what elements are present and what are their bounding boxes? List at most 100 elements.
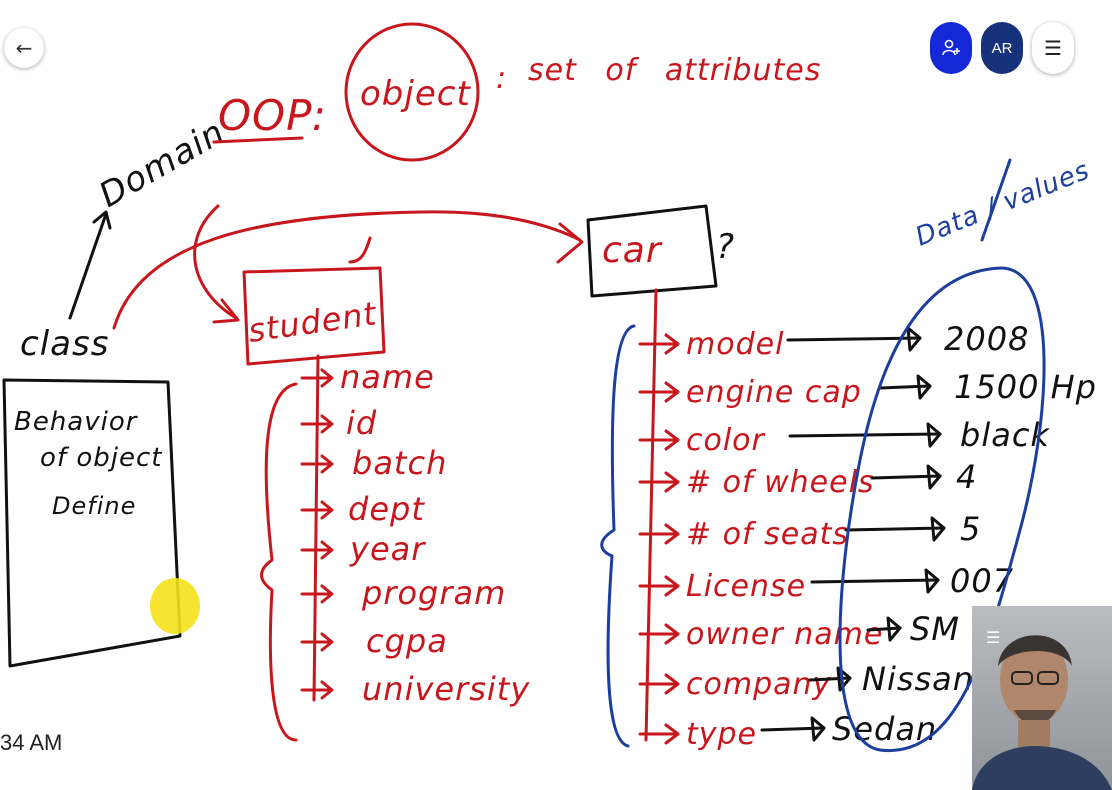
student-attribute: id: [346, 404, 377, 442]
car-title: car: [602, 230, 663, 271]
data-values-label: Data / values: [911, 155, 1094, 252]
domain-to-student-curve: [193, 204, 238, 320]
hamburger-icon: ☰: [1044, 37, 1062, 60]
value-arrowhead: [926, 464, 942, 490]
student-attribute: program: [361, 574, 506, 612]
participant-video-tile[interactable]: ☰: [972, 606, 1112, 790]
student-spine: [312, 354, 320, 702]
car-attr-arrowhead: [664, 381, 680, 403]
pointer-highlight: [150, 578, 200, 634]
student-attribute: batch: [352, 444, 447, 482]
car-attribute: color: [686, 423, 766, 458]
car-attr-arrowhead: [664, 333, 680, 355]
student-attr-arrowhead: [320, 584, 334, 604]
car-attribute-value: 5: [960, 510, 981, 548]
participant-portrait: [972, 635, 1112, 790]
value-arrow: [760, 726, 826, 732]
car-attribute-value: Nissan: [862, 660, 974, 698]
value-arrowhead: [886, 616, 902, 642]
car-attribute-value: 1500 Hp: [954, 368, 1097, 406]
participants-button[interactable]: [930, 22, 972, 74]
car-attribute-value: black: [960, 416, 1050, 454]
heading-domain: Domain: [93, 112, 232, 216]
car-attr-arrowhead: [664, 723, 680, 745]
class-to-car-curve: [112, 210, 582, 330]
student-attribute: university: [362, 670, 530, 708]
value-arrow: [786, 336, 922, 342]
value-arrowhead: [836, 666, 852, 692]
car-attribute: # of seats: [686, 517, 849, 552]
back-button[interactable]: ←: [4, 28, 44, 68]
car-attr-arrowhead: [664, 623, 680, 645]
oop-underline: [212, 136, 304, 144]
class-label: class: [20, 324, 109, 364]
user-avatar-button[interactable]: AR: [981, 22, 1023, 74]
car-attribute: # of wheels: [686, 465, 875, 500]
student-attribute: cgpa: [366, 622, 448, 660]
object-circle: [344, 22, 480, 162]
student-attr-arrowhead: [320, 454, 334, 474]
data-values-slash: [980, 158, 1012, 242]
car-attr-arrowhead: [664, 429, 680, 451]
student-attr-arrowhead: [320, 540, 334, 560]
avatar-initials: AR: [991, 39, 1013, 57]
car-attribute-value: 4: [956, 458, 977, 496]
arrow-left-icon: ←: [15, 36, 33, 60]
student-attribute: name: [340, 358, 435, 396]
value-arrow: [866, 626, 902, 632]
behavior-line-2: of object: [40, 443, 162, 473]
value-arrowhead: [930, 516, 946, 542]
car-brace: [600, 324, 636, 748]
student-title: student: [246, 294, 380, 350]
car-attr-arrowhead: [664, 471, 680, 493]
class-to-student-hook: [348, 236, 372, 264]
student-attr-arrowhead: [320, 632, 334, 652]
domain-to-student-arrowhead: [212, 298, 240, 324]
class-to-domain-arrowhead: [92, 210, 112, 230]
class-to-car-arrowhead: [556, 222, 584, 264]
car-attribute: company: [686, 667, 832, 702]
more-menu-button[interactable]: ☰: [1032, 22, 1074, 74]
car-attr-arrowhead: [664, 523, 680, 545]
value-arrow: [878, 384, 932, 390]
car-attr-arrowhead: [664, 673, 680, 695]
car-question-mark: ?: [716, 227, 735, 267]
car-attribute: model: [686, 327, 784, 362]
student-attr-arrowhead: [320, 500, 334, 520]
car-attribute-value: SM: [910, 610, 960, 648]
value-arrowhead: [906, 326, 922, 352]
heading-oop: OOP:: [218, 91, 327, 140]
car-attribute: engine cap: [686, 375, 862, 410]
behavior-box-outline: [2, 378, 182, 668]
value-arrowhead: [916, 374, 932, 400]
student-attribute: year: [349, 530, 426, 568]
value-arrow: [810, 578, 940, 584]
heading-object: object: [360, 74, 471, 114]
value-arrow: [808, 676, 852, 682]
behavior-line-3: Define: [52, 492, 136, 520]
values-ellipse: [838, 266, 1046, 752]
value-arrowhead: [924, 568, 940, 594]
value-arrowhead: [810, 716, 826, 742]
student-attr-arrowhead: [320, 414, 334, 434]
student-box: [242, 266, 386, 366]
student-attr-arrowhead: [320, 368, 334, 388]
car-attribute: owner name: [686, 617, 883, 652]
car-attr-arrowhead: [664, 575, 680, 597]
value-arrow: [844, 526, 946, 532]
behavior-line-1: Behavior: [14, 407, 139, 437]
student-attribute: dept: [348, 490, 425, 528]
value-arrowhead: [926, 422, 942, 448]
hamburger-icon[interactable]: ☰: [986, 628, 1001, 647]
car-attribute-value: 2008: [944, 320, 1029, 358]
student-brace: [260, 382, 298, 742]
car-attribute-list: model 2008 engine cap 1500 Hp color black # of…: [638, 320, 1097, 752]
heading-colon: :: [496, 61, 507, 96]
car-spine: [644, 288, 658, 742]
class-to-domain-arrow: [68, 212, 108, 320]
car-attribute: License: [686, 569, 806, 604]
student-attr-arrowhead: [320, 680, 334, 700]
